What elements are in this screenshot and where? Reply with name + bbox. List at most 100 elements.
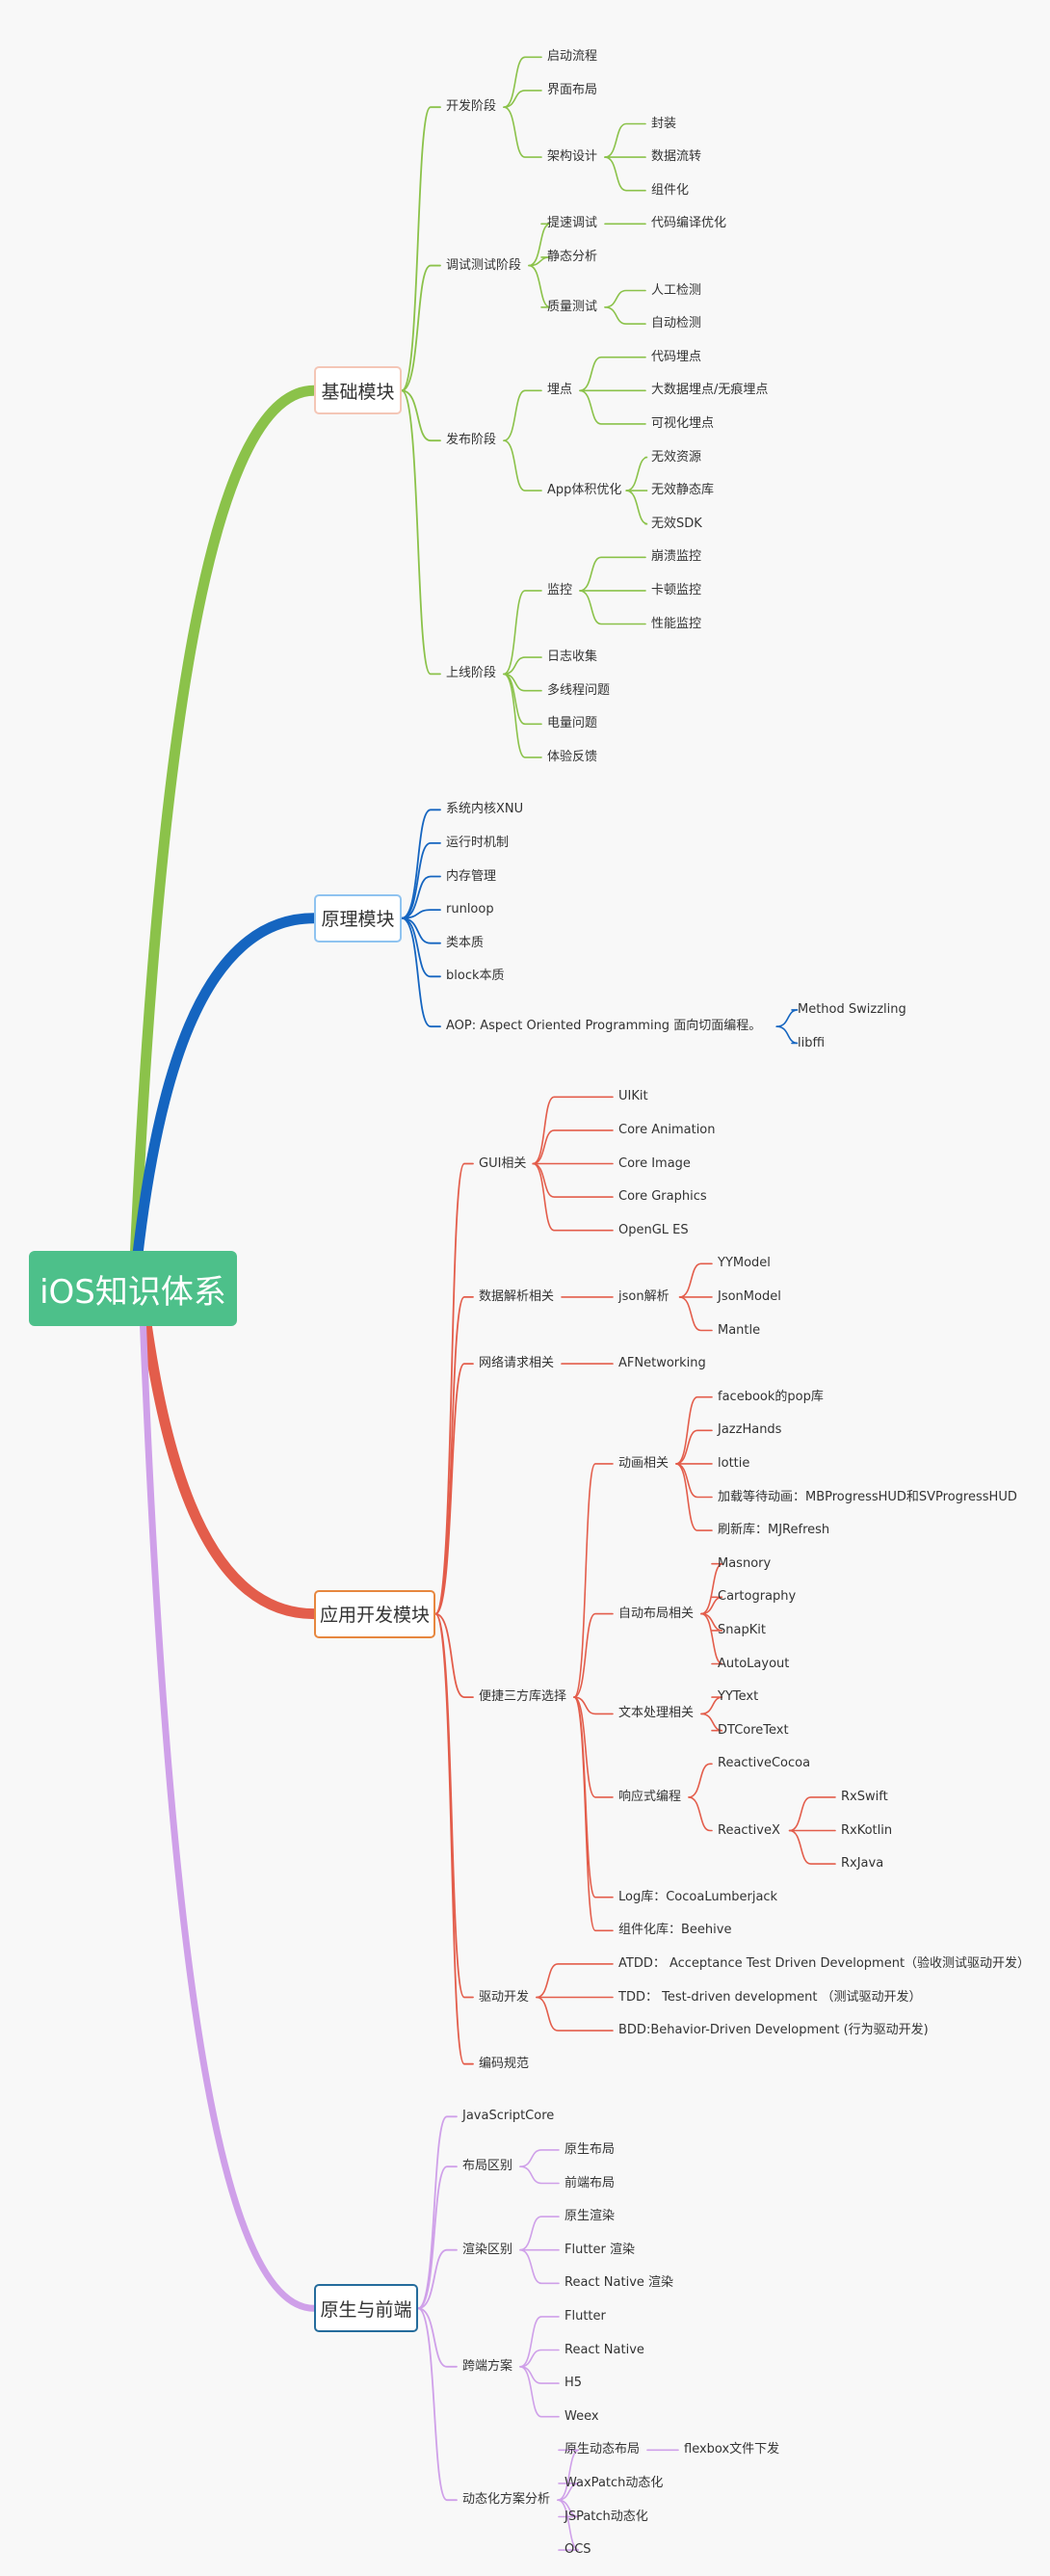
node-代码埋点[interactable]: 代码埋点 (651, 349, 702, 364)
node-类本质[interactable]: 类本质 (446, 935, 485, 950)
node-无效资源[interactable]: 无效资源 (651, 449, 702, 465)
node-日志收集[interactable]: 日志收集 (547, 650, 598, 665)
root-node[interactable]: iOS知识体系 (29, 1251, 237, 1326)
node-可视化埋点[interactable]: 可视化埋点 (651, 415, 715, 431)
node-log库-cocoalumberjack[interactable]: Log库：CocoaLumberjack (618, 1889, 778, 1904)
node-上线阶段[interactable]: 上线阶段 (446, 666, 497, 681)
node-rxswift[interactable]: RxSwift (841, 1789, 888, 1804)
node-静态分析[interactable]: 静态分析 (547, 249, 598, 264)
node-崩溃监控[interactable]: 崩溃监控 (651, 549, 702, 565)
node-flutter[interactable]: Flutter (564, 2308, 606, 2324)
node-libffi[interactable]: libffi (798, 1035, 826, 1050)
node-h5[interactable]: H5 (564, 2376, 583, 2391)
node-javascriptcore[interactable]: JavaScriptCore (462, 2109, 555, 2124)
node-core-animation[interactable]: Core Animation (618, 1122, 716, 1137)
node-组件化库-beehive[interactable]: 组件化库：Beehive (618, 1923, 732, 1938)
node-原生布局[interactable]: 原生布局 (564, 2141, 616, 2157)
node-mantle[interactable]: Mantle (718, 1322, 761, 1338)
node-体验反馈[interactable]: 体验反馈 (547, 749, 598, 764)
node-runloop[interactable]: runloop (446, 902, 494, 917)
node-lottie[interactable]: lottie (718, 1455, 750, 1471)
node-动画相关[interactable]: 动画相关 (618, 1455, 669, 1471)
node-人工检测[interactable]: 人工检测 (651, 282, 702, 298)
node-编码规范[interactable]: 编码规范 (479, 2056, 530, 2071)
node-facebook的pop库[interactable]: facebook的pop库 (718, 1389, 824, 1404)
node-电量问题[interactable]: 电量问题 (547, 716, 598, 731)
node-atdd-acceptance-test-driven-development-验收测试驱动开发[interactable]: ATDD： Acceptance Test Driven Development… (618, 1955, 1031, 1971)
node-reactivecocoa[interactable]: ReactiveCocoa (718, 1756, 811, 1771)
node-dtcoretext[interactable]: DTCoreText (718, 1722, 789, 1738)
node-埋点[interactable]: 埋点 (547, 383, 573, 398)
node-aop-aspect-oriented-programming-面向切面编程[interactable]: AOP: Aspect Oriented Programming 面向切面编程。 (446, 1019, 762, 1034)
node-app体积优化[interactable]: App体积优化 (547, 483, 622, 498)
node-rxjava[interactable]: RxJava (841, 1856, 884, 1872)
node-监控[interactable]: 监控 (547, 582, 573, 598)
node-原生动态布局[interactable]: 原生动态布局 (564, 2442, 641, 2457)
node-启动流程[interactable]: 启动流程 (547, 49, 598, 65)
node-卡顿监控[interactable]: 卡顿监控 (651, 582, 702, 598)
node-react-native-渲染[interactable]: React Native 渲染 (564, 2275, 674, 2291)
node-性能监控[interactable]: 性能监控 (651, 616, 702, 631)
node-opengl-es[interactable]: OpenGL ES (618, 1222, 689, 1237)
node-便捷三方库选择[interactable]: 便捷三方库选择 (479, 1689, 567, 1705)
node-封装[interactable]: 封装 (651, 116, 677, 131)
node-autolayout[interactable]: AutoLayout (718, 1656, 790, 1671)
node-jsonmodel[interactable]: JsonModel (718, 1288, 781, 1304)
node-代码编译优化[interactable]: 代码编译优化 (651, 216, 727, 231)
node-自动布局相关[interactable]: 自动布局相关 (618, 1606, 695, 1621)
node-cartography[interactable]: Cartography (718, 1589, 797, 1605)
node-数据流转[interactable]: 数据流转 (651, 149, 702, 165)
node-提速调试[interactable]: 提速调试 (547, 216, 598, 231)
node-内存管理[interactable]: 内存管理 (446, 868, 497, 884)
node-rxkotlin[interactable]: RxKotlin (841, 1822, 893, 1838)
node-运行时机制[interactable]: 运行时机制 (446, 835, 510, 850)
node-架构设计[interactable]: 架构设计 (547, 149, 598, 165)
node-snapkit[interactable]: SnapKit (718, 1622, 766, 1637)
node-开发阶段[interactable]: 开发阶段 (446, 99, 497, 115)
node-jspatch动态化[interactable]: JSPatch动态化 (564, 2509, 648, 2524)
node-react-native[interactable]: React Native (564, 2342, 644, 2357)
node-质量测试[interactable]: 质量测试 (547, 299, 598, 314)
node-flexbox文件下发[interactable]: flexbox文件下发 (684, 2442, 780, 2457)
node-uikit[interactable]: UIKit (618, 1089, 648, 1104)
node-reactivex[interactable]: ReactiveX (718, 1822, 780, 1838)
branch-node-principle[interactable]: 原理模块 (314, 893, 402, 943)
node-原生渲染[interactable]: 原生渲染 (564, 2209, 616, 2224)
node-界面布局[interactable]: 界面布局 (547, 82, 598, 97)
node-系统内核xnu[interactable]: 系统内核XNU (446, 802, 524, 817)
node-method-swizzling[interactable]: Method Swizzling (798, 1001, 906, 1017)
node-json解析[interactable]: json解析 (618, 1288, 669, 1304)
node-jazzhands[interactable]: JazzHands (718, 1422, 782, 1438)
node-渲染区别[interactable]: 渲染区别 (462, 2242, 513, 2257)
node-数据解析相关[interactable]: 数据解析相关 (479, 1288, 555, 1304)
node-刷新库-mjrefresh[interactable]: 刷新库：MJRefresh (718, 1523, 830, 1538)
node-weex[interactable]: Weex (564, 2408, 599, 2424)
node-tdd-test-driven-development-测试驱动开发[interactable]: TDD： Test-driven development （测试驱动开发） (618, 1989, 922, 2005)
node-响应式编程[interactable]: 响应式编程 (618, 1789, 682, 1804)
node-前端布局[interactable]: 前端布局 (564, 2175, 616, 2191)
node-调试测试阶段[interactable]: 调试测试阶段 (446, 257, 522, 273)
node-yymodel[interactable]: YYModel (718, 1256, 771, 1271)
node-core-graphics[interactable]: Core Graphics (618, 1189, 707, 1205)
node-core-image[interactable]: Core Image (618, 1155, 691, 1171)
node-加载等待动画-mbprogresshud和svprogresshud[interactable]: 加载等待动画：MBProgressHUD和SVProgressHUD (718, 1489, 1017, 1504)
branch-node-native[interactable]: 原生与前端 (314, 2284, 418, 2333)
node-自动检测[interactable]: 自动检测 (651, 316, 702, 332)
node-waxpatch动态化[interactable]: WaxPatch动态化 (564, 2475, 664, 2490)
node-bdd-behavior-driven-development-行为驱动开发[interactable]: BDD:Behavior-Driven Development (行为驱动开发) (618, 2023, 929, 2038)
branch-node-basic[interactable]: 基础模块 (314, 366, 402, 415)
node-block本质[interactable]: block本质 (446, 969, 505, 984)
node-ocs[interactable]: OCS (564, 2542, 591, 2558)
node-布局区别[interactable]: 布局区别 (462, 2159, 513, 2174)
node-gui相关[interactable]: GUI相关 (479, 1155, 527, 1171)
node-跨端方案[interactable]: 跨端方案 (462, 2358, 513, 2374)
node-无效静态库[interactable]: 无效静态库 (651, 483, 715, 498)
node-文本处理相关[interactable]: 文本处理相关 (618, 1706, 695, 1721)
node-无效sdk[interactable]: 无效SDK (651, 516, 702, 531)
node-网络请求相关[interactable]: 网络请求相关 (479, 1356, 555, 1371)
node-动态化方案分析[interactable]: 动态化方案分析 (462, 2492, 551, 2508)
node-组件化[interactable]: 组件化 (651, 182, 690, 198)
node-afnetworking[interactable]: AFNetworking (618, 1356, 706, 1371)
node-发布阶段[interactable]: 发布阶段 (446, 433, 497, 448)
node-驱动开发[interactable]: 驱动开发 (479, 1989, 530, 2005)
